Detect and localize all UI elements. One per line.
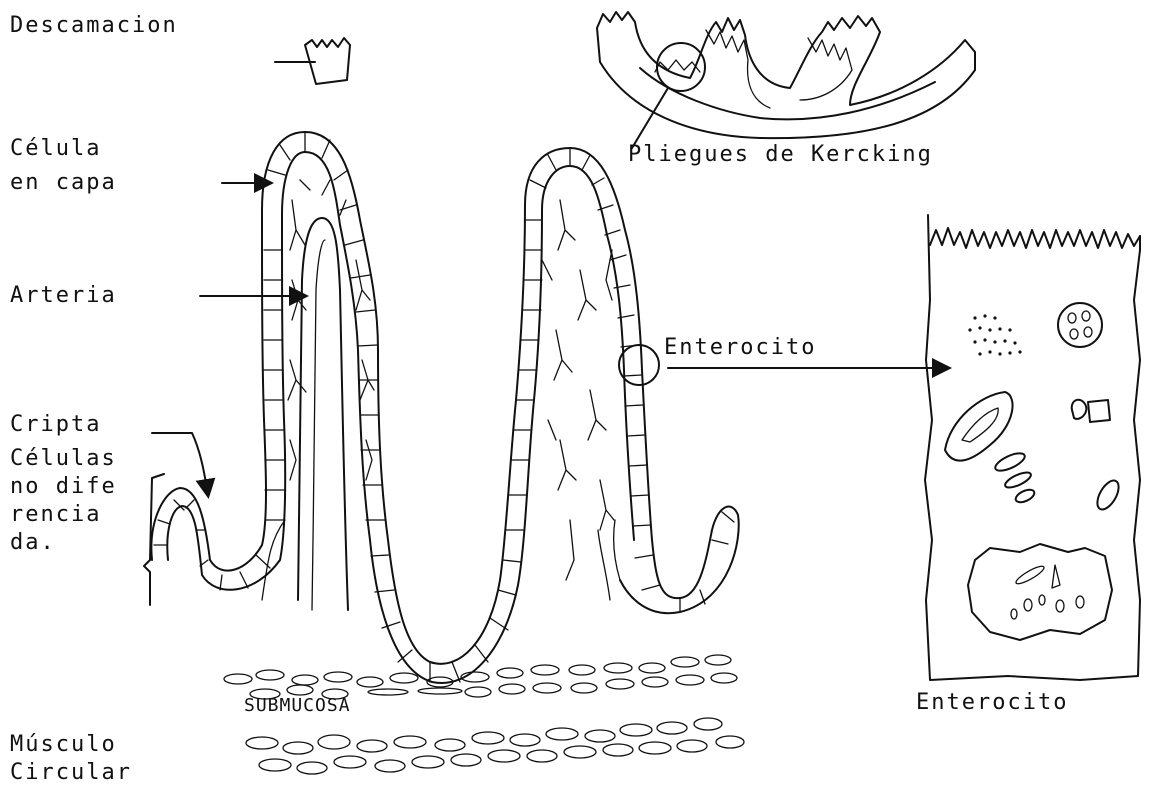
label-descamacion: Descamacion [10,15,178,37]
kerckring-folds [597,12,975,148]
label-celulas-1: Células [10,448,117,470]
intestinal-villi [151,132,738,683]
label-celula-en-capa-1: Célula [10,138,101,160]
circular-muscle-cells [246,718,744,774]
label-enterocito-caption: Enterocito [916,692,1068,714]
label-cripta: Cripta [10,414,101,436]
epithelial-cells [154,132,734,682]
submucosa-cells [224,655,737,699]
label-musculo-circular-1: Músculo [10,734,117,756]
label-pliegues-de-kercking: Pliegues de Kercking [628,144,933,166]
label-musculo-circular-2: Circular [10,762,132,784]
label-submucosa: SUBMUCOSA [244,697,351,715]
label-pointers [144,183,948,605]
label-celula-en-capa-2: en capa [10,172,117,194]
label-arteria: Arteria [10,285,117,307]
label-celulas-2: no dife [10,476,117,498]
desquamation-cell [275,38,350,84]
enterocyte-detail [925,215,1140,680]
label-celulas-3: rencia [10,504,101,526]
label-celulas-4: da. [10,532,56,554]
label-enterocito-pointer: Enterocito [664,337,816,359]
